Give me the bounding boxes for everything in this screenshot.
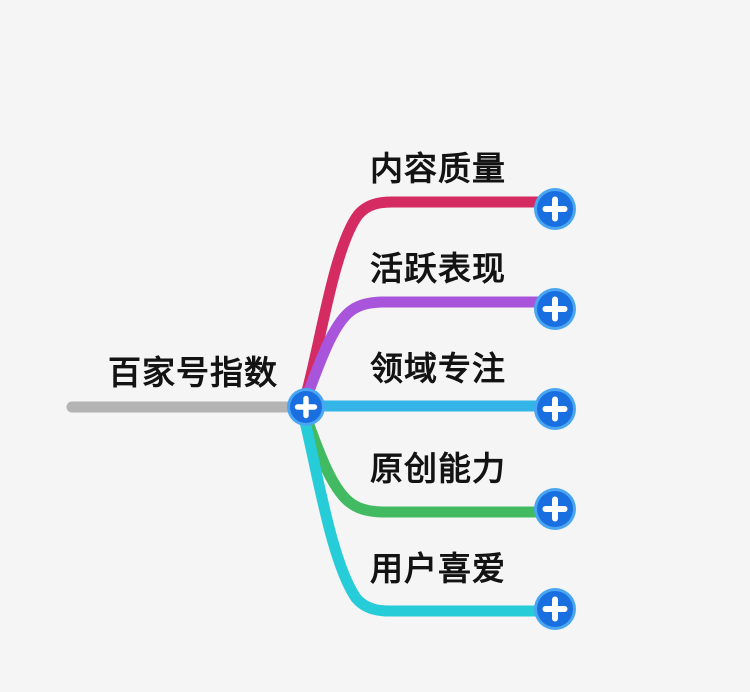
root-plus-node[interactable] [287, 388, 325, 426]
plus-icon [542, 596, 568, 622]
plus-icon [294, 395, 318, 419]
branch-label-field-focus: 领域专注 [370, 349, 506, 388]
branch-label-original-ability: 原创能力 [370, 449, 506, 488]
plus-icon [542, 396, 568, 422]
plus-icon [542, 196, 568, 222]
plus-icon [542, 496, 568, 522]
branch-label-active-performance: 活跃表现 [370, 249, 506, 288]
branch-plus-node-original-ability[interactable] [534, 488, 576, 530]
branch-label-content-quality: 内容质量 [370, 149, 506, 188]
branch-line-user-favorite [296, 404, 546, 617]
branch-plus-node-field-focus[interactable] [534, 388, 576, 430]
plus-icon [542, 296, 568, 322]
branch-line-content-quality [297, 196, 546, 411]
root-label: 百家号指数 [108, 353, 278, 392]
branch-plus-node-active-performance[interactable] [534, 288, 576, 330]
branch-label-user-favorite: 用户喜爱 [370, 549, 506, 588]
branch-line-active-performance [297, 296, 546, 412]
branch-plus-node-content-quality[interactable] [534, 188, 576, 230]
branch-plus-node-user-favorite[interactable] [534, 588, 576, 630]
